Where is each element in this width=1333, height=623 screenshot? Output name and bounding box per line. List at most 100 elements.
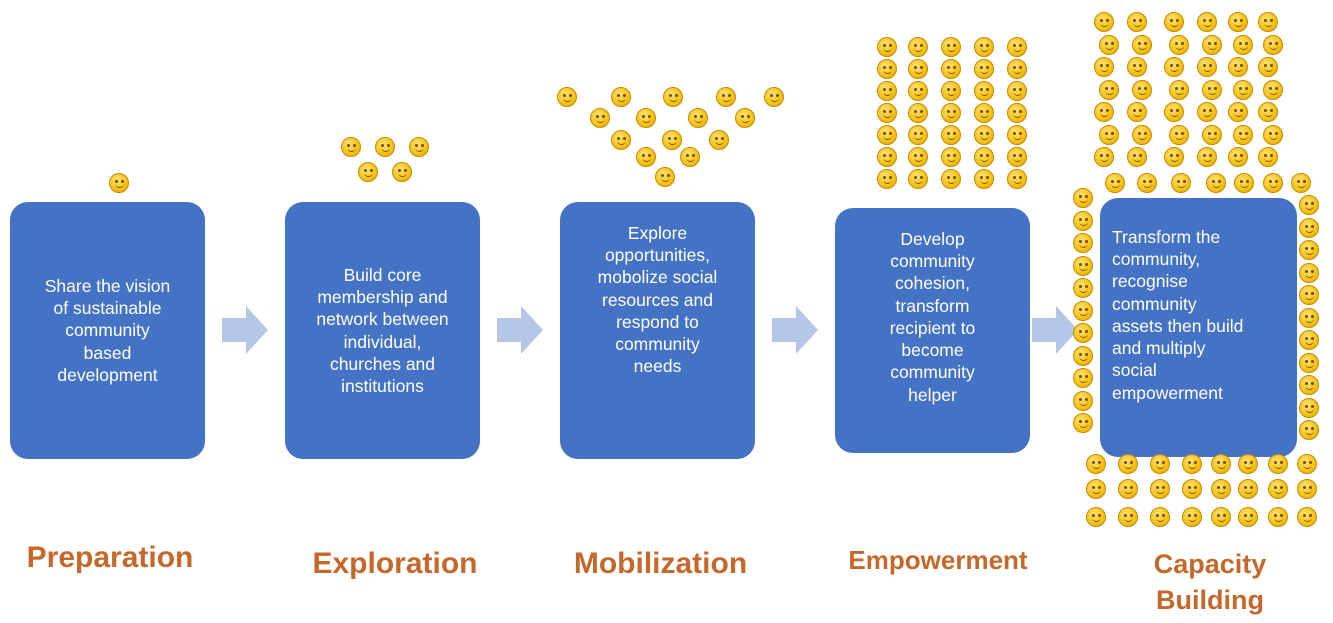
- smiley-face-icon: [941, 59, 961, 79]
- smiley-face-icon: [1299, 285, 1319, 305]
- smiley-face-icon: [1073, 323, 1093, 343]
- smiley-face-icon: [1291, 173, 1311, 193]
- stage-label-mobilization: Mobilization: [573, 547, 748, 580]
- smiley-face-icon: [974, 103, 994, 123]
- smiley-face-icon: [1211, 479, 1231, 499]
- smiley-face-icon: [1299, 262, 1319, 283]
- smiley-face-icon: [611, 87, 631, 107]
- smiley-face-icon: [557, 87, 577, 107]
- smiley-face-icon: [1127, 12, 1147, 32]
- smiley-face-icon: [877, 147, 897, 167]
- smiley-face-icon: [1299, 240, 1319, 260]
- smiley-face-icon: [1007, 169, 1027, 189]
- smiley-face-icon: [1073, 188, 1093, 208]
- smiley-face-icon: [1299, 330, 1319, 350]
- smiley-face-icon: [1073, 233, 1093, 253]
- smiley-face-icon: [409, 137, 429, 157]
- smiley-face-icon: [877, 103, 897, 123]
- smiley-face-icon: [663, 87, 683, 107]
- smiley-face-icon: [1094, 12, 1114, 32]
- smiley-face-icon: [1127, 102, 1147, 122]
- smiley-face-icon: [1228, 147, 1248, 167]
- smiley-face-icon: [1211, 507, 1231, 527]
- smiley-face-icon: [1206, 173, 1226, 193]
- smiley-face-icon: [1094, 147, 1114, 167]
- smiley-face-icon: [1086, 454, 1106, 474]
- smiley-face-icon: [941, 147, 961, 167]
- smiley-face-icon: [1197, 57, 1217, 77]
- smiley-face-icon: [1299, 397, 1319, 418]
- smiley-face-icon: [662, 130, 682, 150]
- smiley-face-icon: [1202, 124, 1222, 145]
- smiley-face-icon: [341, 137, 361, 157]
- smiley-face-icon: [1169, 34, 1189, 55]
- smiley-face-icon: [1007, 59, 1027, 79]
- smiley-face-icon: [1086, 479, 1106, 499]
- smiley-face-icon: [1211, 454, 1231, 474]
- smiley-face-icon: [1182, 454, 1202, 474]
- smiley-face-icon: [1238, 479, 1258, 499]
- smiley-face-icon: [1258, 147, 1278, 167]
- smiley-face-icon: [1007, 81, 1027, 101]
- smiley-face-icon: [1268, 507, 1288, 527]
- stage-label-preparation: Preparation: [26, 541, 194, 574]
- right-arrow-icon: [497, 306, 543, 354]
- smiley-face-icon: [941, 37, 961, 57]
- stage-box-capacity-building: Transform the community, recognise commu…: [1100, 198, 1297, 457]
- smiley-face-icon: [1263, 173, 1283, 193]
- smiley-face-icon: [1171, 173, 1191, 193]
- smiley-face-icon: [877, 81, 897, 101]
- smiley-face-icon: [375, 137, 395, 157]
- smiley-face-icon: [109, 173, 129, 193]
- smiley-face-icon: [1073, 345, 1093, 366]
- smiley-face-icon: [1164, 147, 1184, 167]
- smiley-face-icon: [1073, 413, 1093, 433]
- smiley-face-icon: [908, 125, 928, 145]
- smiley-face-icon: [941, 125, 961, 145]
- smiley-face-icon: [1238, 454, 1258, 474]
- smiley-face-icon: [764, 87, 784, 107]
- stage-box-empowerment: Develop community cohesion, transform re…: [835, 208, 1030, 453]
- smiley-face-icon: [709, 130, 729, 150]
- smiley-face-icon: [1258, 12, 1278, 32]
- smiley-face-icon: [877, 59, 897, 79]
- smiley-face-icon: [1086, 507, 1106, 527]
- smiley-face-icon: [392, 162, 412, 182]
- smiley-face-icon: [1073, 368, 1093, 388]
- smiley-face-icon: [1297, 507, 1317, 527]
- smiley-face-icon: [1258, 57, 1278, 77]
- smiley-face-icon: [974, 169, 994, 189]
- smiley-face-icon: [1268, 454, 1288, 474]
- smiley-face-icon: [1299, 375, 1319, 395]
- smiley-face-icon: [611, 130, 631, 150]
- smiley-face-icon: [1127, 57, 1147, 77]
- smiley-face-icon: [1099, 34, 1119, 55]
- smiley-face-icon: [1099, 79, 1119, 100]
- smiley-face-icon: [1094, 57, 1114, 77]
- smiley-face-icon: [877, 169, 897, 189]
- smiley-face-icon: [908, 169, 928, 189]
- smiley-face-icon: [1118, 454, 1138, 474]
- smiley-face-icon: [1132, 34, 1152, 55]
- smiley-face-icon: [974, 59, 994, 79]
- smiley-face-icon: [1073, 300, 1093, 321]
- smiley-face-icon: [1182, 507, 1202, 527]
- smiley-face-icon: [1164, 102, 1184, 122]
- smiley-face-icon: [1073, 278, 1093, 298]
- smiley-face-icon: [1150, 479, 1170, 499]
- smiley-face-icon: [1169, 124, 1189, 145]
- smiley-face-icon: [1105, 173, 1125, 193]
- smiley-face-icon: [636, 108, 656, 128]
- smiley-face-icon: [1299, 352, 1319, 373]
- smiley-face-icon: [1137, 173, 1157, 193]
- smiley-face-icon: [1073, 390, 1093, 411]
- smiley-face-icon: [1263, 124, 1283, 145]
- smiley-face-icon: [1118, 507, 1138, 527]
- stage-box-exploration: Build core membership and network betwee…: [285, 202, 480, 459]
- smiley-face-icon: [877, 125, 897, 145]
- smiley-face-icon: [1150, 507, 1170, 527]
- smiley-face-icon: [908, 37, 928, 57]
- smiley-face-icon: [941, 103, 961, 123]
- right-arrow-icon: [222, 306, 268, 354]
- smiley-face-icon: [1073, 255, 1093, 276]
